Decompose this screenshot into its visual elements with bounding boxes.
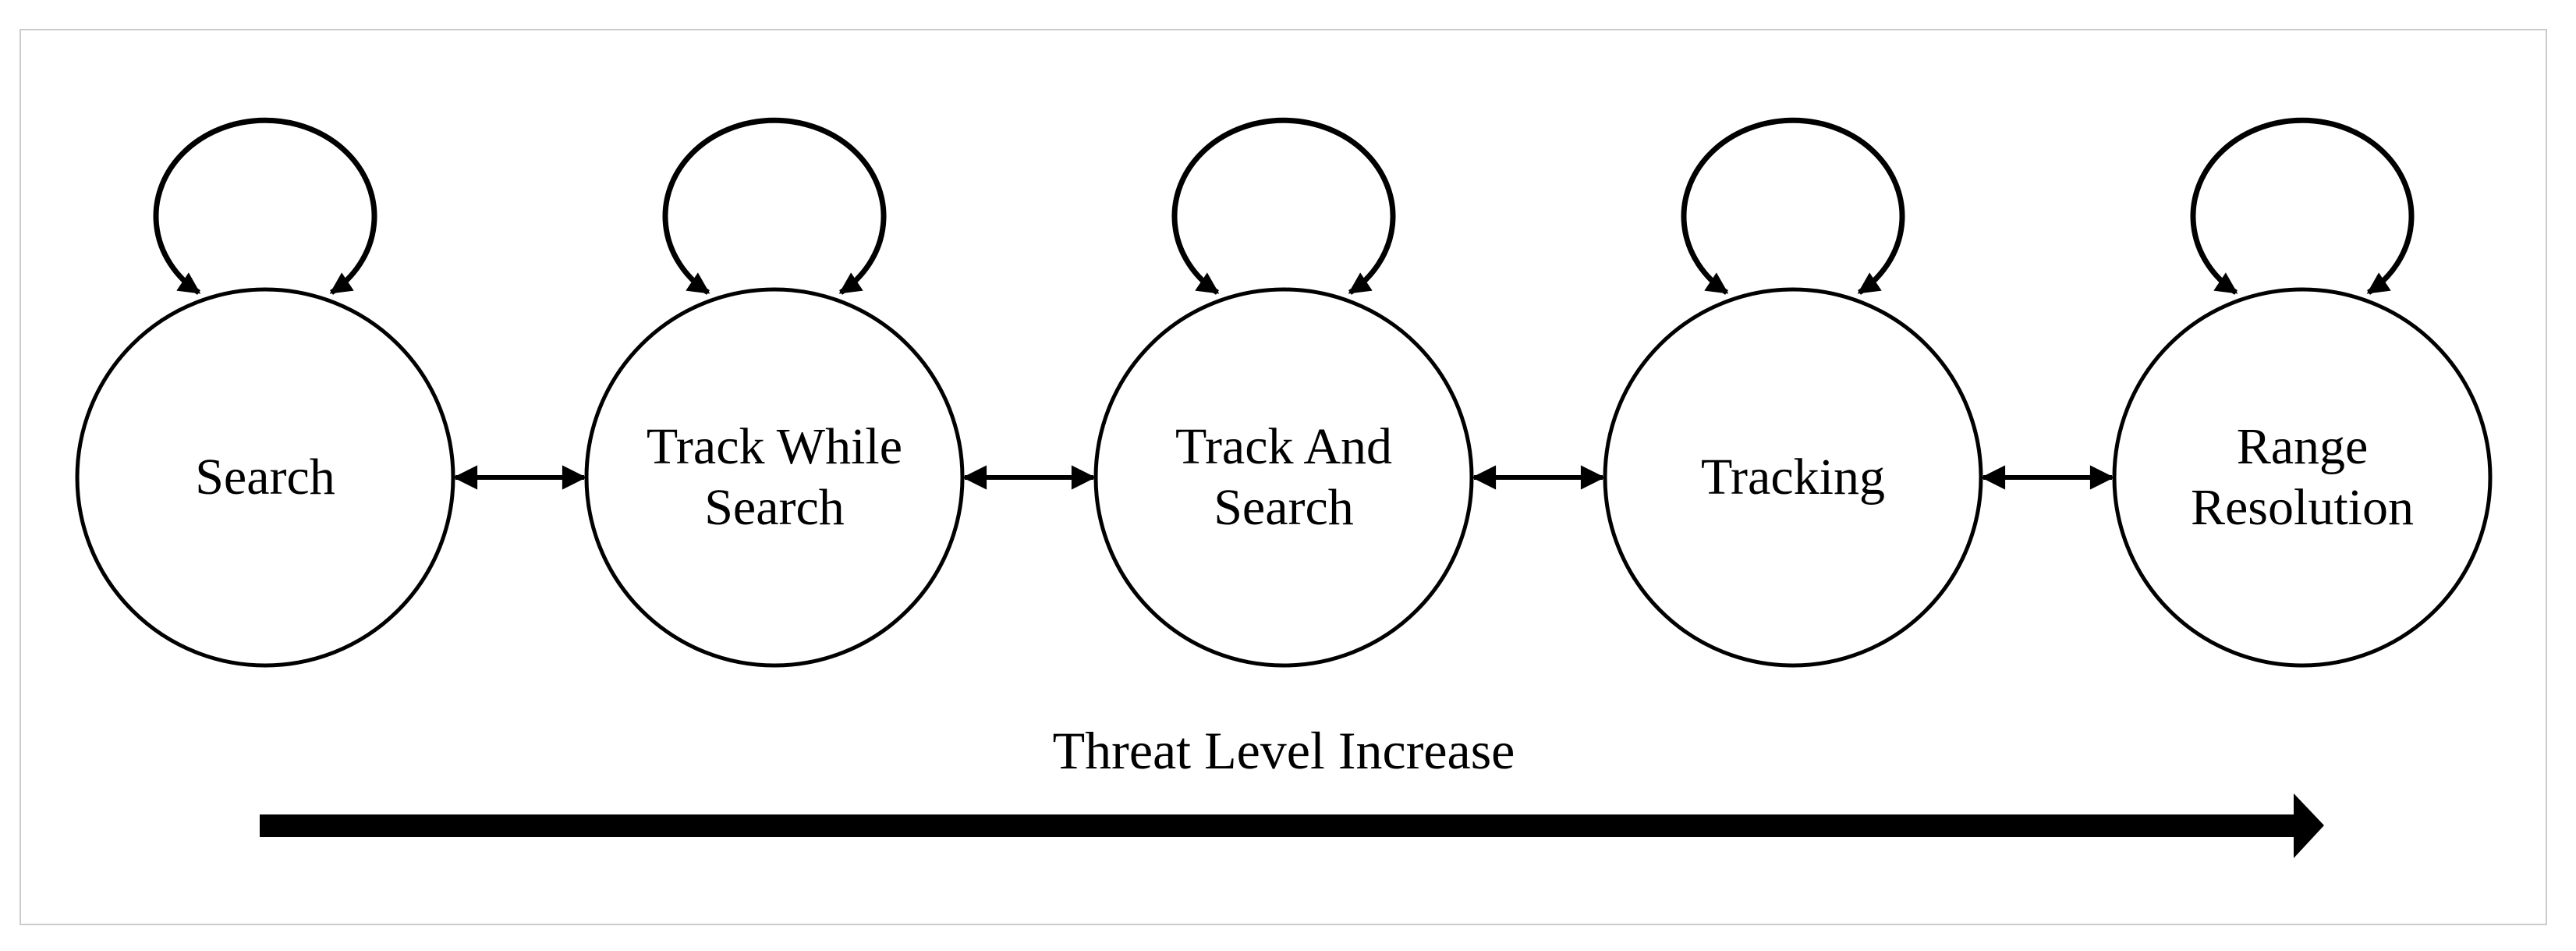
- threat-axis-label: Threat Level Increase: [1052, 721, 1515, 780]
- state-label-range-resolution: Range Resolution: [2190, 418, 2414, 536]
- state-label-track-and-search: Track And Search: [1175, 418, 1393, 536]
- threat-increase-arrow: [260, 793, 2324, 858]
- threat-increase-arrow-shaft: [260, 814, 2294, 837]
- threat-increase-arrow-head: [2294, 793, 2324, 858]
- figure-border: [19, 29, 2547, 925]
- self-loop-arrow-track-while-search: [662, 117, 887, 295]
- state-label-search: Search: [195, 449, 335, 506]
- self-loop-arrow-search: [153, 117, 377, 295]
- state-label-track-while-search: Track While Search: [646, 418, 903, 536]
- self-loop-arrow-track-and-search: [1171, 117, 1396, 295]
- state-label-tracking: Tracking: [1701, 449, 1885, 506]
- self-loop-arrow-range-resolution: [2190, 117, 2415, 295]
- self-loop-arrow-tracking: [1681, 117, 1905, 295]
